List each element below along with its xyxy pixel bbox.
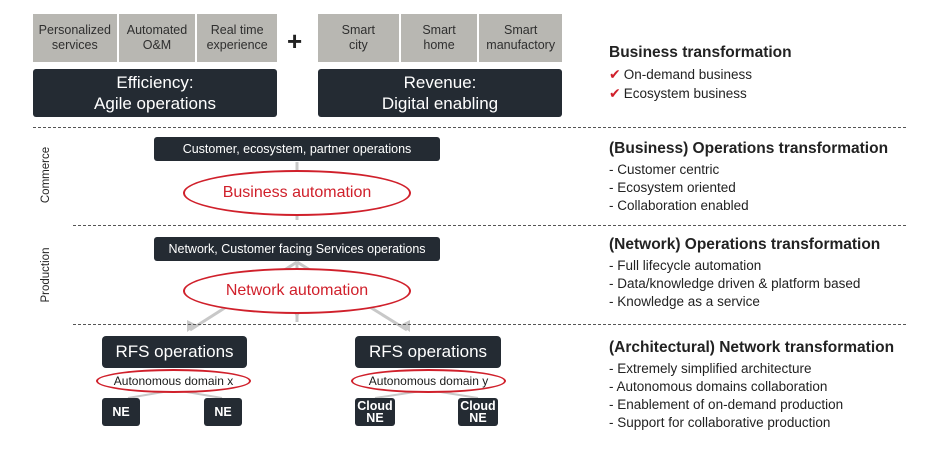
network-operations-section: (Network) Operations transformation - Fu… [609,236,919,311]
list-item: - Extremely simplified architecture [609,361,812,376]
architectural-list: - Extremely simplified architecture - Au… [609,360,919,432]
list-item: - Knowledge as a service [609,294,760,309]
driver-automated-om: Automated O&M [118,14,198,62]
business-operations-title: (Business) Operations transformation [609,140,889,157]
driver-real-time-experience: Real time experience [197,14,277,62]
list-item: - Support for collaborative production [609,415,831,430]
driver-smart-manufactory: Smart manufactory [479,14,562,62]
separator-middle [73,225,906,226]
checkmark-icon: ✔ [609,85,621,101]
list-item: - Enablement of on-demand production [609,397,844,412]
rfs-operations-box-x: RFS operations [102,336,247,368]
architectural-title: (Architectural) Network transformation [609,339,895,356]
efficiency-title: Efficiency: [116,73,194,92]
checkmark-icon: ✔ [609,66,621,82]
customer-operations-box: Customer, ecosystem, partner operations [154,137,440,161]
autonomous-domain-y-ellipse: Autonomous domain y [351,369,506,393]
driver-smart-city: Smart city [318,14,401,62]
separator-bottom [73,324,906,325]
business-operations-list: - Customer centric - Ecosystem oriented … [609,161,919,215]
revenue-drivers-bar: Smart city Smart home Smart manufactory [318,14,562,62]
revenue-subtitle: Digital enabling [381,94,499,113]
network-operations-list: - Full lifecycle automation - Data/knowl… [609,257,919,311]
driver-personalized-services: Personalized services [33,14,119,62]
list-item: - Collaboration enabled [609,198,749,213]
network-automation-ellipse: Network automation [183,268,411,314]
driver-smart-home: Smart home [400,14,480,62]
list-item: ✔Ecosystem business [609,85,747,101]
list-item: - Customer centric [609,162,720,177]
business-transformation-section: Business transformation ✔On-demand busin… [609,44,919,103]
business-transformation-list: ✔On-demand business ✔Ecosystem business [609,65,919,103]
list-item: - Data/knowledge driven & platform based [609,276,861,291]
ne-box-x-1: NE [102,398,140,426]
network-operations-title: (Network) Operations transformation [609,236,881,253]
architectural-section: (Architectural) Network transformation -… [609,339,919,432]
revenue-title: Revenue: [403,73,477,92]
rfs-operations-box-y: RFS operations [355,336,501,368]
cloud-ne-box-y-1: Cloud NE [355,398,395,426]
cloud-ne-box-y-2: Cloud NE [458,398,498,426]
commerce-label: Commerce [40,146,52,204]
business-transformation-title: Business transformation [609,44,792,61]
autonomous-domain-x-ellipse: Autonomous domain x [96,369,251,393]
list-item: ✔On-demand business [609,66,753,82]
revenue-box: Revenue: Digital enabling [318,69,562,117]
production-label: Production [40,247,52,303]
separator-top [33,127,906,128]
efficiency-drivers-bar: Personalized services Automated O&M Real… [33,14,277,62]
plus-sign: + [287,26,303,56]
network-operations-box: Network, Customer facing Services operat… [154,237,440,261]
efficiency-box: Efficiency: Agile operations [33,69,277,117]
ne-box-x-2: NE [204,398,242,426]
business-operations-section: (Business) Operations transformation - C… [609,140,919,215]
list-item: - Full lifecycle automation [609,258,762,273]
business-automation-ellipse: Business automation [183,170,411,216]
efficiency-subtitle: Agile operations [94,94,216,113]
list-item: - Autonomous domains collaboration [609,379,828,394]
list-item: - Ecosystem oriented [609,180,736,195]
